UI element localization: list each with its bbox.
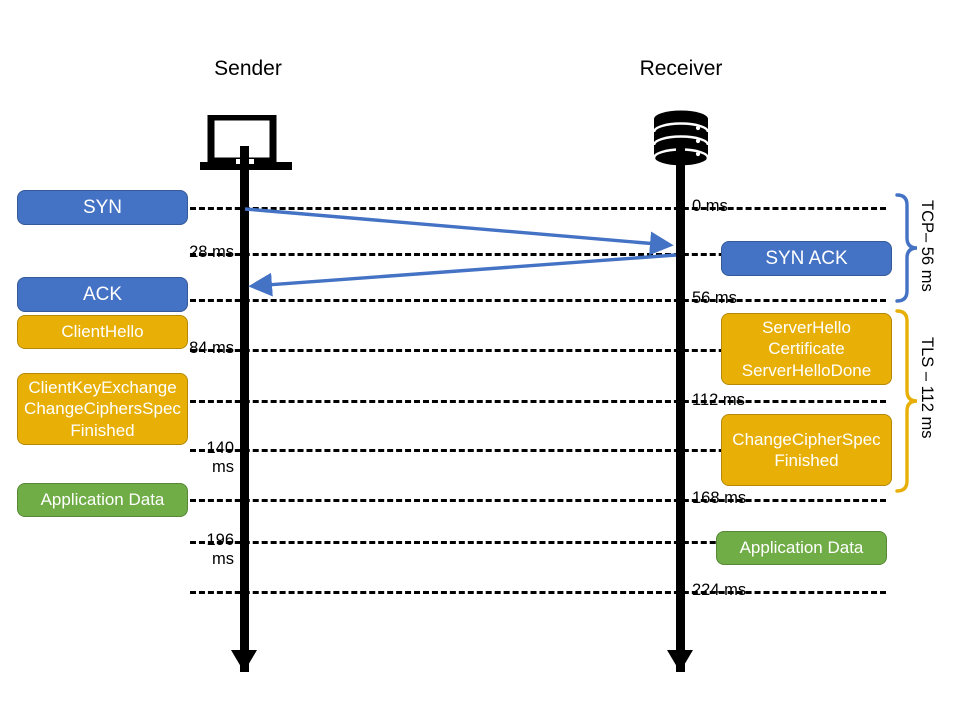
tcp-phase-bracket <box>895 193 918 303</box>
time-rule-140ms <box>190 449 886 452</box>
message-line: ClientHello <box>61 322 144 342</box>
sender-title: Sender <box>214 57 282 80</box>
tcp-phase-label: TCP– 56 ms <box>918 200 936 292</box>
time-label-0ms: 0 ms <box>692 197 728 215</box>
time-label-140ms-line1: 140 <box>206 439 234 457</box>
time-label-84ms: 84 ms <box>189 339 234 357</box>
time-label-224ms: 224 ms <box>692 581 747 599</box>
message-box-sender-application-data[interactable]: Application Data <box>17 483 188 517</box>
receiver-lifeline <box>676 146 685 672</box>
time-rule-84ms <box>190 349 886 352</box>
time-label-168ms: 168 ms <box>692 489 747 507</box>
message-line: ClientKeyExchange <box>28 377 177 397</box>
message-box-clientkeyexchange[interactable]: ClientKeyExchange ChangeCiphersSpec Fini… <box>17 373 188 445</box>
message-box-serverhello[interactable]: ServerHello Certificate ServerHelloDone <box>721 313 892 385</box>
time-rule-112ms <box>190 400 886 403</box>
time-rule-224ms <box>190 591 886 594</box>
receiver-lifeline-arrowhead <box>667 650 693 672</box>
sender-lifeline <box>240 146 249 672</box>
time-rule-196ms <box>190 541 886 544</box>
time-label-196ms: 196 ms <box>154 531 234 570</box>
message-line: Finished <box>70 420 135 440</box>
message-line: ServerHelloDone <box>741 360 872 380</box>
tls-phase-label: TLS – 112 ms <box>918 337 936 439</box>
message-line: SYN <box>82 196 123 218</box>
time-label-196ms-line1: 196 <box>206 531 234 549</box>
time-rule-168ms <box>190 499 886 502</box>
time-label-140ms-line2: ms <box>212 458 234 477</box>
message-line: ChangeCiphersSpec <box>24 399 181 419</box>
time-label-56ms: 56 ms <box>692 289 737 307</box>
tls-phase-bracket <box>895 309 918 493</box>
receiver-title: Receiver <box>639 57 723 80</box>
message-line: Application Data <box>739 538 864 558</box>
message-line: SYN ACK <box>765 247 848 269</box>
time-label-140ms: 140 ms <box>154 439 234 478</box>
message-line: ServerHello <box>762 317 851 337</box>
message-box-ack[interactable]: ACK <box>17 277 188 312</box>
message-line: ChangeCipherSpec <box>732 429 881 449</box>
time-label-112ms: 112 ms <box>692 391 745 409</box>
message-box-syn-ack[interactable]: SYN ACK <box>721 241 892 276</box>
message-line: Finished <box>774 451 839 470</box>
message-line: Certificate <box>768 339 845 359</box>
time-label-196ms-line2: ms <box>212 550 234 569</box>
message-box-receiver-application-data[interactable]: Application Data <box>716 531 887 565</box>
message-line: Application Data <box>40 490 165 510</box>
sender-lifeline-arrowhead <box>231 650 257 672</box>
syn-arrow <box>244 207 674 256</box>
syn-ack-arrow <box>248 253 677 297</box>
time-label-28ms: 28 ms <box>189 243 234 261</box>
message-line: ACK <box>82 283 123 305</box>
message-box-clienthello[interactable]: ClientHello <box>17 315 188 349</box>
message-box-syn[interactable]: SYN <box>17 190 188 225</box>
message-box-changecipherspec[interactable]: ChangeCipherSpec Finished <box>721 414 892 486</box>
time-rule-56ms <box>190 299 886 302</box>
